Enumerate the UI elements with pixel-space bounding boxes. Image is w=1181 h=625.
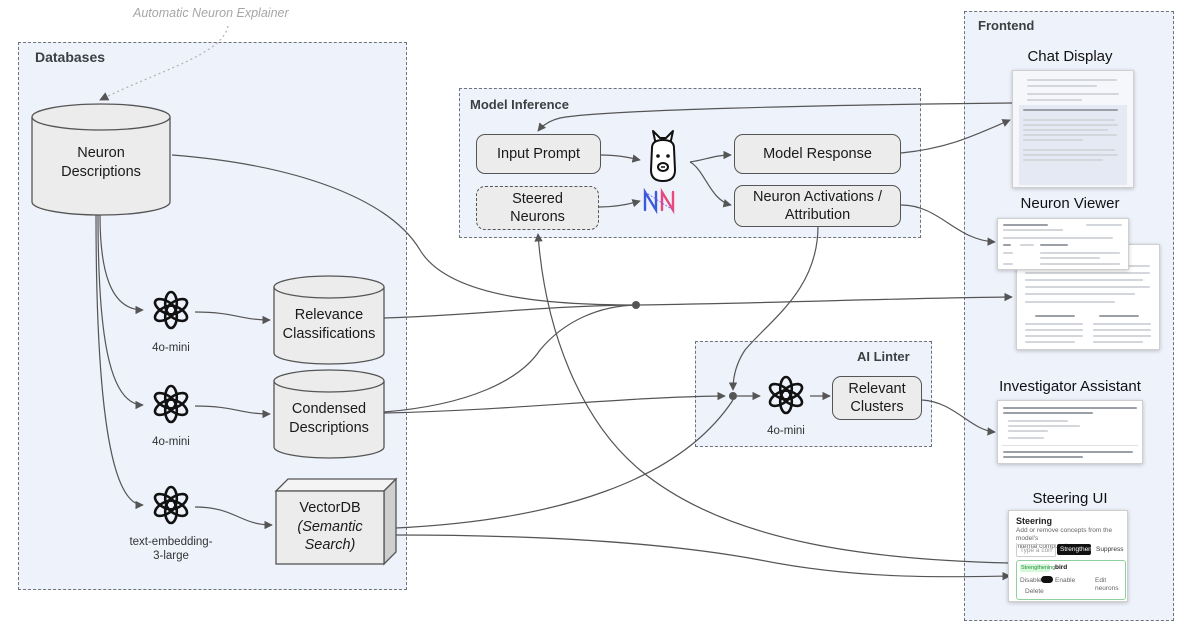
neuron-viewer-thumbnail-front — [997, 218, 1129, 270]
vectordb-name: VectorDB — [299, 499, 361, 516]
steering-ui-thumbnail: Steering Add or remove concepts from the… — [1008, 510, 1128, 602]
chat-display-thumbnail — [1012, 70, 1134, 188]
model-inference-title: Model Inference — [470, 97, 569, 112]
nn-logo-icon — [643, 187, 675, 215]
model-label-4o-mini-b: 4o-mini — [152, 436, 190, 448]
neuron-viewer-title: Neuron Viewer — [1020, 195, 1120, 212]
suppress-label: Suppress — [1096, 546, 1124, 553]
strengthen-button[interactable]: Strengthen — [1057, 544, 1092, 555]
strengthening-tag: Strengthening — [1020, 564, 1055, 572]
chat-display-title: Chat Display — [1027, 48, 1113, 65]
relevant-clusters-box: Relevant Clusters — [832, 376, 922, 420]
relevance-classifications-label: Relevance Classifications — [282, 307, 376, 342]
investigator-assistant-thumbnail — [997, 400, 1143, 464]
concept-input[interactable]: Type a con — [1016, 544, 1056, 557]
condensed-descriptions-cylinder — [273, 369, 385, 459]
steered-neurons-box: Steered Neurons — [476, 186, 599, 230]
llama-icon — [650, 130, 676, 182]
databases-title: Databases — [35, 49, 106, 65]
steering-ui-title: Steering UI — [1032, 490, 1108, 507]
steering-subtitle: Add or remove concepts from the model's … — [1016, 527, 1113, 550]
steering-concept: bird — [1055, 564, 1068, 571]
delete-link[interactable]: Delete — [1025, 588, 1044, 595]
vectordb-label: VectorDB (Semantic Search) — [276, 497, 384, 557]
frontend-title: Frontend — [978, 18, 1035, 33]
vectordb-subtitle: (Semantic Search) — [297, 518, 363, 554]
model-response-box: Model Response — [734, 134, 901, 174]
openai-logo-icon — [151, 290, 191, 330]
strengthening-tag-label: Strengthening — [1021, 565, 1056, 571]
automatic-neuron-explainer-annotation: Automatic Neuron Explainer — [133, 6, 289, 20]
openai-logo-icon — [151, 485, 191, 525]
neuron-descriptions-cylinder — [31, 103, 171, 216]
suppress-button[interactable]: Suppress — [1093, 544, 1125, 555]
input-prompt-box: Input Prompt — [476, 134, 601, 174]
edit-neurons-link[interactable]: Edit neurons — [1095, 577, 1119, 592]
neuron-descriptions-label: Neuron Descriptions — [61, 145, 141, 180]
ai-linter-title: AI Linter — [857, 349, 910, 364]
steering-heading: Steering — [1016, 516, 1053, 526]
steering-item: Strengthening bird Disable Enable Edit n… — [1016, 560, 1126, 600]
disable-label: Disable — [1020, 577, 1042, 584]
relevance-classifications-cylinder — [273, 275, 385, 365]
openai-logo-icon — [766, 375, 806, 415]
enable-toggle[interactable] — [1041, 576, 1053, 583]
model-label-4o-mini-a: 4o-mini — [152, 342, 190, 354]
vectordb-box — [274, 477, 398, 566]
strengthen-label: Strengthen — [1060, 546, 1092, 553]
investigator-assistant-title: Investigator Assistant — [999, 378, 1141, 395]
condensed-descriptions-label: Condensed Descriptions — [289, 401, 369, 436]
openai-logo-icon — [151, 384, 191, 424]
neuron-activations-box: Neuron Activations / Attribution — [734, 185, 901, 227]
model-label-linter: 4o-mini — [767, 425, 805, 437]
model-label-embedding: text-embedding- 3-large — [129, 536, 213, 563]
concept-input-placeholder: Type a con — [1020, 547, 1052, 554]
enable-label: Enable — [1055, 577, 1076, 584]
